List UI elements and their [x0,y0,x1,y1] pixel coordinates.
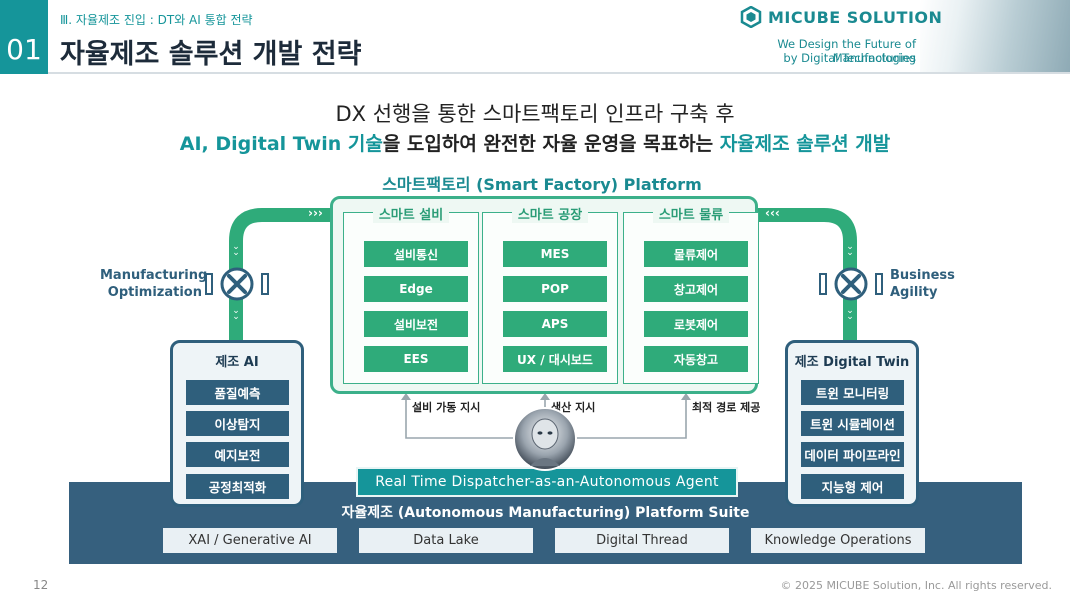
component-item: 자동창고 [644,346,748,372]
right-side-label-line2: Agility [890,285,938,300]
company-logo: MICUBE SOLUTION [740,6,942,28]
component-item: POP [503,276,607,302]
right-pipe [758,208,857,340]
suite-item: Digital Thread [555,528,729,553]
svg-text:⌄: ⌄ [846,312,854,322]
left-side-label: Manufacturing Optimization [100,267,208,301]
left-side-label-line2: Optimization [107,285,202,300]
left-pipe [229,208,330,340]
agent-label-equipment: 설비 가동 지시 [412,401,481,414]
panel-item: 품질예측 [186,380,289,405]
column-title: 스마트 설비 [372,208,450,223]
platform-title: 스마트팩토리 (Smart Factory) Platform [382,175,702,194]
manufacturing-ai-panel: 제조 AI 품질예측 이상탐지 예지보전 공정최적화 [170,340,304,507]
logo-text: MICUBE SOLUTION [768,7,943,27]
copyright: © 2025 MICUBE Solution, Inc. All rights … [780,579,1052,592]
right-valve-icon [819,267,883,301]
header-divider [48,72,1070,74]
smart-factory-platform: 스마트 설비 설비통신 Edge 설비보전 EES 스마트 공장 MES POP… [330,196,759,394]
cube-logo-icon [740,6,762,28]
digital-twin-panel: 제조 Digital Twin 트윈 모니터링 트윈 시뮬레이션 데이터 파이프… [785,340,919,507]
component-item: UX / 대시보드 [503,346,607,372]
column-smart-logistics: 스마트 물류 물류제어 창고제어 로봇제어 자동창고 [623,208,759,384]
component-item: 로봇제어 [644,311,748,337]
suite-title: 자율제조 (Autonomous Manufacturing) Platform… [341,505,750,521]
svg-text:⌄: ⌄ [846,248,854,258]
section-number: 01 [0,0,48,74]
left-flow-arrows: ››› [308,206,323,220]
svg-text:⌄: ⌄ [232,242,240,252]
suite-item: Data Lake [359,528,533,553]
panel-title: 제조 AI [215,355,259,370]
right-side-label: Business Agility [890,267,970,301]
breadcrumb: Ⅲ. 자율제조 진입 : DT와 AI 통합 전략 [60,13,253,27]
page-number: 12 [33,578,49,592]
component-item: 물류제어 [644,241,748,267]
left-valve-icon [205,267,269,301]
panel-item: 트윈 모니터링 [801,380,904,405]
svg-text:⌄: ⌄ [846,306,854,316]
tagline-line1: We Design the Future of Manufacturing [777,37,916,65]
headline-middle: 을 도입하여 완전한 자율 운영을 목표하는 [382,133,720,155]
panel-item: 공정최적화 [186,474,289,499]
column-smart-factory: 스마트 공장 MES POP APS UX / 대시보드 [482,208,618,384]
agent-label-production: 생산 지시 [551,401,596,414]
svg-text:⌄: ⌄ [232,306,240,316]
header-machine-photo [920,0,1070,72]
tagline-line2: by Digital Technologies [783,51,916,65]
component-item: 설비보전 [364,311,468,337]
suite-item: XAI / Generative AI [163,528,337,553]
headline-highlight-tech: AI, Digital Twin 기술 [179,133,383,155]
component-item: Edge [364,276,468,302]
panel-title: 제조 Digital Twin [794,355,910,370]
left-side-label-line1: Manufacturing [100,268,208,283]
column-title: 스마트 공장 [511,208,589,223]
right-side-label-line1: Business [890,268,955,283]
ai-robot-icon [513,407,577,471]
component-item: 설비통신 [364,241,468,267]
headline-line2: AI, Digital Twin 기술을 도입하여 완전한 자율 운영을 목표하… [0,129,1070,156]
panel-item: 예지보전 [186,442,289,467]
page-title: 자율제조 솔루션 개발 전략 [60,39,362,70]
column-title: 스마트 물류 [652,208,730,223]
headline-highlight-goal: 자율제조 솔루션 개발 [719,133,891,155]
panel-item: 데이터 파이프라인 [801,442,904,467]
panel-item: 트윈 시뮬레이션 [801,411,904,436]
panel-item: 지능형 제어 [801,474,904,499]
headline-line1: DX 선행을 통한 스마트팩토리 인프라 구축 후 [335,102,735,126]
suite-item: Knowledge Operations [751,528,925,553]
panel-item: 이상탐지 [186,411,289,436]
component-item: APS [503,311,607,337]
agent-label-route: 최적 경로 제공 [692,401,761,414]
dispatcher-box: Real Time Dispatcher-as-an-Autonomous Ag… [356,467,738,497]
component-item: EES [364,346,468,372]
svg-text:⌄: ⌄ [232,312,240,322]
component-item: MES [503,241,607,267]
component-item: 창고제어 [644,276,748,302]
svg-text:⌄: ⌄ [232,248,240,258]
right-flow-arrows: ‹‹‹ [765,206,780,220]
column-smart-equipment: 스마트 설비 설비통신 Edge 설비보전 EES [343,208,479,384]
svg-text:⌄: ⌄ [846,242,854,252]
